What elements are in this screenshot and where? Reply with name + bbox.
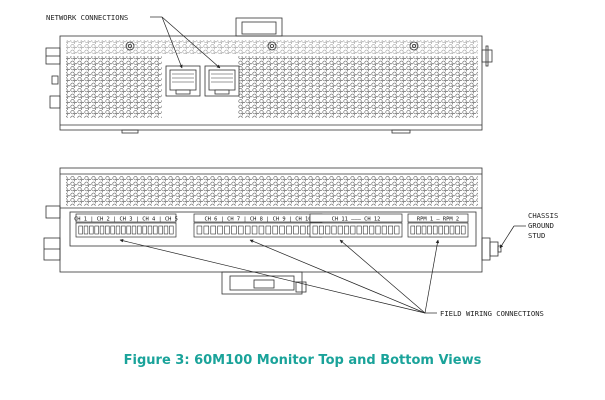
terminal-pin	[258, 225, 265, 235]
network-port-1	[165, 65, 201, 97]
terminal-pin	[318, 225, 324, 235]
terminal-pin	[169, 225, 174, 235]
figure-caption: Figure 3: 60M100 Monitor Top and Bottom …	[123, 353, 482, 368]
terminal-pin	[210, 225, 216, 235]
terminal-pin	[126, 225, 131, 235]
terminal-block-label: CH 1 | CH 2 | CH 3 | CH 4 | CH 5	[74, 216, 178, 222]
terminal-block-label: CH 11 ——— CH 12	[332, 216, 381, 222]
terminal-pin	[110, 225, 115, 235]
svg-text:GROUND: GROUND	[528, 221, 554, 230]
terminal-pin	[238, 225, 244, 235]
terminal-block-4: RPM 1 — RPM 2	[407, 213, 469, 238]
terminal-pin	[279, 225, 285, 235]
terminal-pin	[131, 225, 137, 235]
terminal-pin	[388, 225, 394, 235]
network-connections-label: NETWORK CONNECTIONS	[46, 13, 128, 22]
terminal-pin	[115, 225, 121, 235]
terminal-pin	[217, 225, 223, 235]
terminal-pin	[286, 225, 292, 235]
terminal-pin	[78, 225, 83, 235]
terminal-pin	[224, 225, 230, 235]
terminal-pin	[163, 225, 169, 235]
terminal-pin	[89, 225, 94, 235]
terminal-pin	[427, 225, 432, 235]
terminal-pin	[421, 225, 427, 235]
terminal-pin	[153, 225, 158, 235]
terminal-pin	[142, 225, 147, 235]
terminal-pin	[147, 225, 153, 235]
terminal-pin	[83, 225, 89, 235]
network-port-2	[204, 65, 240, 97]
terminal-pin	[344, 225, 350, 235]
svg-text:CHASSIS: CHASSIS	[528, 211, 558, 220]
chassis-ground-label: CHASSIS GROUND STUD	[528, 211, 558, 240]
terminal-pin	[94, 225, 99, 235]
terminal-pin	[272, 225, 278, 235]
terminal-pin	[121, 225, 126, 235]
terminal-pin	[312, 225, 318, 235]
terminal-pin	[244, 225, 251, 235]
terminal-pin	[381, 225, 387, 235]
monitor-diagram: NETWORK CONNECTIONS CH 1 | CH 2 | CH 3 |…	[43, 13, 558, 318]
terminal-pin	[293, 225, 299, 235]
terminal-pin	[416, 225, 421, 235]
terminal-pin	[455, 225, 460, 235]
top-view	[45, 17, 493, 134]
terminal-pin	[438, 225, 444, 235]
terminal-pin	[362, 225, 368, 235]
svg-text:STUD: STUD	[528, 231, 545, 240]
terminal-pin	[231, 225, 237, 235]
terminal-pin	[300, 225, 306, 235]
terminal-pin	[449, 225, 455, 235]
terminal-pin	[432, 225, 438, 235]
terminal-block-label: CH 6 | CH 7 | CH 8 | CH 9 | CH 10	[204, 216, 311, 222]
terminal-pin	[337, 225, 343, 235]
network-leaders	[150, 16, 221, 69]
terminal-pin	[350, 225, 356, 235]
terminal-block-label: RPM 1 — RPM 2	[417, 216, 459, 222]
terminal-pin	[196, 225, 203, 235]
terminal-pin	[251, 225, 258, 235]
terminal-pin	[158, 225, 163, 235]
top-chassis	[59, 35, 483, 131]
terminal-pin	[369, 225, 375, 235]
terminal-pin	[137, 225, 142, 235]
terminal-pin	[410, 225, 416, 235]
terminal-pin	[105, 225, 110, 235]
terminal-block-3: CH 11 ——— CH 12	[309, 213, 403, 238]
terminal-block-2: CH 6 | CH 7 | CH 8 | CH 9 | CH 10	[193, 213, 323, 238]
terminal-pin	[331, 225, 337, 235]
terminal-pin	[99, 225, 105, 235]
terminal-pin	[444, 225, 449, 235]
terminal-pin	[325, 225, 331, 235]
field-wiring-leaders	[119, 239, 440, 314]
terminal-pin	[203, 225, 210, 235]
terminal-pin	[375, 225, 381, 235]
terminal-pin	[460, 225, 466, 235]
chassis-leader	[499, 225, 526, 249]
terminal-pin	[356, 225, 362, 235]
terminal-block-1: CH 1 | CH 2 | CH 3 | CH 4 | CH 5	[74, 213, 178, 238]
bottom-view	[43, 167, 502, 295]
terminal-blocks: CH 1 | CH 2 | CH 3 | CH 4 | CH 5 CH 6 | C…	[74, 213, 469, 238]
field-wiring-label: FIELD WIRING CONNECTIONS	[440, 309, 544, 318]
terminal-pin	[394, 225, 400, 235]
terminal-pin	[265, 225, 272, 235]
